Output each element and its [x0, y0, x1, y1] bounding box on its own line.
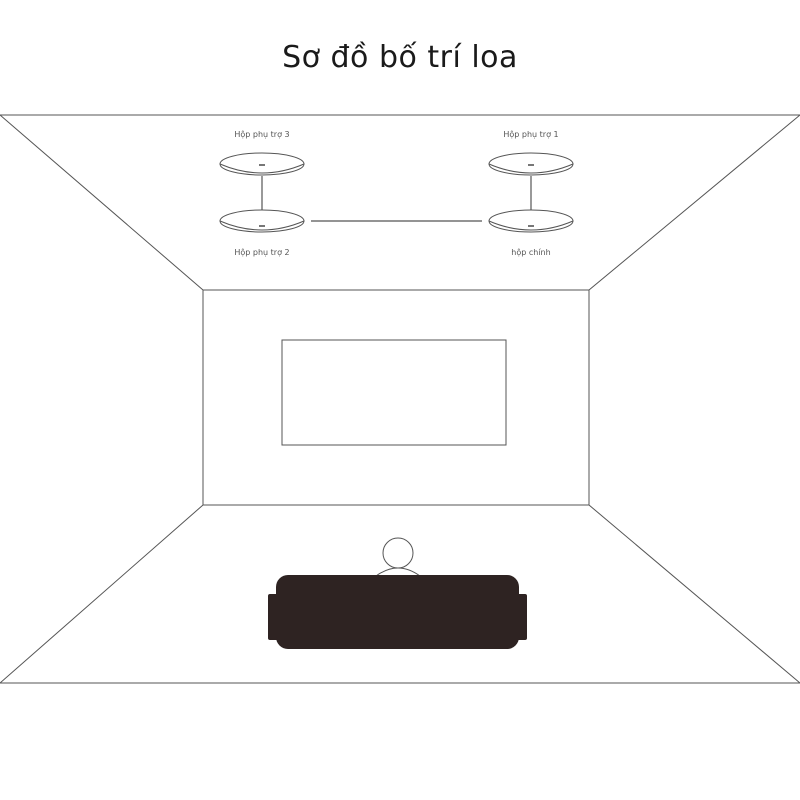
- page-title: Sơ đồ bố trí loa: [282, 40, 518, 75]
- label-sub1: Hộp phụ trợ 1: [503, 129, 558, 140]
- speaker-led: [259, 225, 265, 227]
- room-outline: [0, 114, 800, 684]
- speaker-rim: [219, 220, 305, 231]
- person-head: [382, 537, 414, 569]
- ceiling: [0, 114, 800, 291]
- person-shoulders: [375, 567, 421, 577]
- label-main: hộp chính: [511, 247, 550, 257]
- label-sub2: Hộp phụ trợ 2: [234, 247, 289, 258]
- speaker-connections: [261, 176, 532, 222]
- sofa-icon: [268, 575, 527, 649]
- speaker-disc: [219, 209, 305, 233]
- speaker-rim: [488, 220, 574, 231]
- speaker-led: [528, 164, 534, 166]
- person-icon: [375, 537, 421, 577]
- speaker-rim: [219, 163, 305, 174]
- floor: [0, 504, 800, 684]
- speaker-sub3: [219, 152, 305, 176]
- speaker-led: [259, 164, 265, 166]
- tv-screen: [281, 339, 507, 446]
- speaker-disc: [488, 209, 574, 233]
- speaker-led: [528, 225, 534, 227]
- speaker-rim: [488, 163, 574, 174]
- label-sub3: Hộp phụ trợ 3: [234, 129, 289, 140]
- speaker-sub1: [488, 152, 574, 176]
- sofa-body: [276, 575, 519, 649]
- speaker-main: [488, 209, 574, 233]
- speaker-sub2: [219, 209, 305, 233]
